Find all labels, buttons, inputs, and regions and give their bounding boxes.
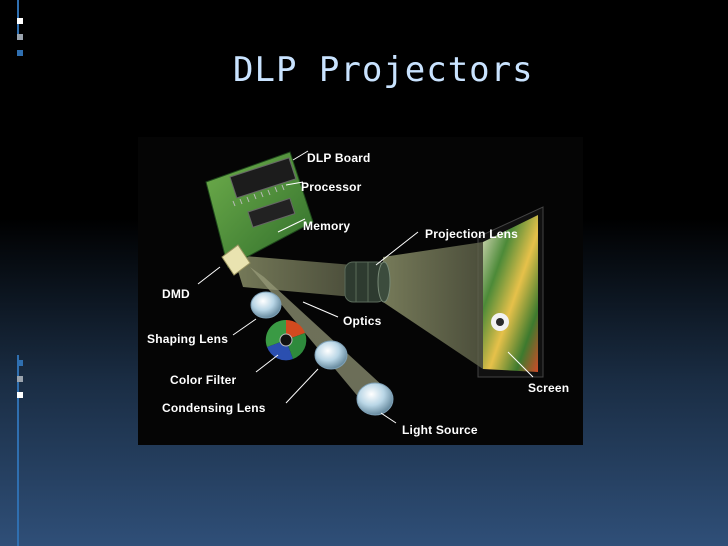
label-projection-lens: Projection Lens — [425, 227, 518, 241]
condensing-lens — [315, 341, 347, 369]
accent-square — [17, 50, 23, 56]
accent-square — [17, 392, 23, 398]
accent-line-bottom — [17, 355, 19, 546]
label-dlp-board: DLP Board — [307, 151, 371, 165]
label-color-filter: Color Filter — [170, 373, 236, 387]
accent-square — [17, 376, 23, 382]
label-dmd: DMD — [162, 287, 190, 301]
label-optics: Optics — [343, 314, 382, 328]
label-processor: Processor — [301, 180, 362, 194]
light-source — [357, 383, 393, 415]
accent-square — [17, 34, 23, 40]
label-memory: Memory — [303, 219, 350, 233]
accent-square — [17, 360, 23, 366]
shaping-lens — [251, 292, 281, 318]
label-light-source: Light Source — [402, 423, 478, 437]
color-filter-wheel — [266, 320, 307, 360]
slide-title: DLP Projectors — [233, 50, 534, 90]
dmd-beam — [233, 255, 353, 297]
label-shaping-lens: Shaping Lens — [147, 332, 228, 346]
dlp-projector-diagram: DLP Board Processor Memory Projection Le… — [138, 137, 583, 445]
label-screen: Screen — [528, 381, 569, 395]
label-condensing-lens: Condensing Lens — [162, 401, 266, 415]
accent-square — [17, 18, 23, 24]
projection-beam — [383, 242, 483, 369]
